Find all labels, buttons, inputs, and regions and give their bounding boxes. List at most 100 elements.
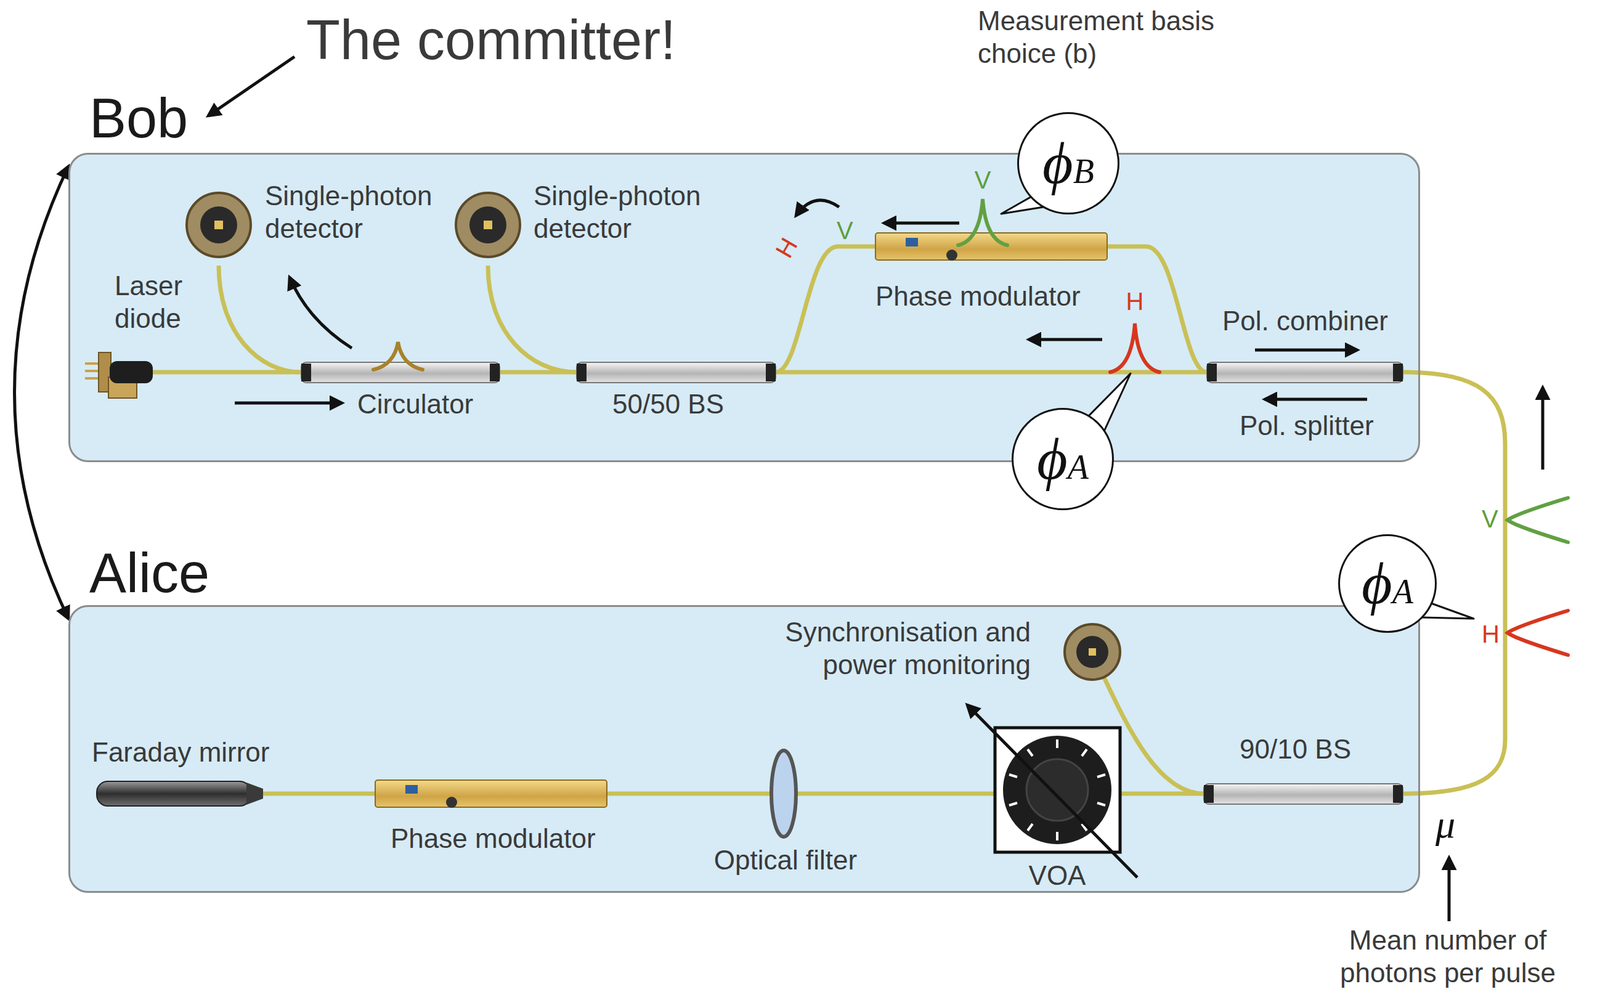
optical-fibre: [775, 246, 876, 373]
voa-tick: [1055, 831, 1059, 841]
voa-tick: [1009, 774, 1018, 777]
component-label: Phase modulator: [875, 280, 1081, 313]
component-label: H: [1126, 286, 1145, 317]
detector-housing: [1064, 624, 1121, 680]
laser-diode: [85, 352, 153, 398]
sync-detector: [1064, 624, 1121, 680]
direction-arrow: [1254, 348, 1358, 352]
optical-fibre: [775, 370, 1207, 375]
component-label: H: [1481, 619, 1500, 649]
phase-callout: ϕB: [1017, 112, 1120, 215]
voa-knob: [1003, 735, 1112, 845]
single-photon-detector: [455, 192, 520, 257]
arrows: [208, 56, 1543, 922]
laser-pin: [85, 362, 100, 365]
voa-tick: [1081, 749, 1087, 756]
component-label: V: [974, 165, 992, 195]
detector-window: [200, 206, 238, 244]
phase-callout: ϕA: [1011, 407, 1114, 511]
direction-arrow: [884, 221, 960, 225]
direction-arrow: [234, 401, 342, 405]
component-label: Optical filter: [714, 844, 857, 877]
voa-tick: [1097, 802, 1106, 806]
component-label: Laser diode: [114, 269, 238, 336]
direction-arrow: [289, 277, 352, 349]
direction-arrow: [1541, 387, 1545, 470]
pulse: [373, 341, 423, 370]
voa-tick: [1055, 739, 1059, 748]
component-label: Faraday mirror: [91, 736, 270, 769]
modulator-connector: [446, 796, 458, 808]
component-label: μ: [1435, 800, 1456, 849]
component-end: [765, 363, 776, 382]
component-end: [489, 363, 500, 382]
modulator-logo: [905, 237, 918, 247]
pulse: [958, 198, 1008, 246]
direction-arrow: [1028, 338, 1103, 342]
optical-fibre: [606, 791, 995, 796]
optical-fibre: [487, 265, 577, 373]
component-end: [576, 363, 587, 382]
phase-callout: ϕA: [1338, 534, 1437, 633]
panel-ground: [68, 605, 1421, 893]
modulator-body: [375, 779, 607, 808]
component-label: 50/50 BS: [612, 388, 724, 421]
component-label: Phase modulator: [390, 822, 596, 856]
component-label: Synchronisation and power monitoring: [759, 616, 1031, 682]
modulator-connector: [946, 249, 958, 261]
component-label: Circulator: [357, 388, 474, 421]
optical-fibre: [218, 265, 302, 373]
detector-housing: [455, 192, 520, 257]
variable-attenuator: [994, 727, 1121, 853]
component-end: [301, 363, 312, 382]
voa-tick: [1097, 774, 1106, 777]
component-label: The committer!: [306, 12, 676, 68]
component-end: [1392, 784, 1403, 803]
voa-ticks: [1009, 739, 1106, 841]
phase-symbol: ϕB: [1042, 133, 1095, 193]
direction-arrow: [1264, 397, 1368, 402]
phase-modulator: [875, 232, 1108, 261]
detector-window: [1076, 635, 1109, 668]
optical-filter: [771, 750, 796, 837]
component-label: VOA: [1028, 859, 1087, 893]
component-end: [1392, 363, 1403, 382]
component-end: [1206, 363, 1217, 382]
phase-modulator: [375, 779, 607, 808]
laser-body: [109, 361, 153, 384]
mirror-body: [96, 781, 251, 806]
leader-arrow: [208, 56, 295, 116]
pulse: [1507, 610, 1568, 655]
phase-symbol: ϕA: [1361, 553, 1414, 614]
component-label: Measurement basis choice (b): [977, 4, 1225, 71]
leader-arrow: [1447, 857, 1451, 922]
pulse: [1110, 323, 1160, 373]
circulator-body: [301, 362, 500, 383]
component-label: Pol. splitter: [1239, 409, 1374, 443]
party-name: Alice: [89, 545, 210, 601]
optical-fibre: [152, 246, 1506, 794]
modulator-logo: [405, 784, 418, 794]
laser-pin: [85, 377, 100, 380]
voa-tick: [1027, 749, 1033, 756]
polariser-body: [1206, 362, 1403, 383]
detector-chip: [214, 220, 224, 230]
detector-chip: [483, 220, 493, 230]
component-label: Single-photon detector: [533, 179, 737, 246]
splitter-body: [576, 362, 776, 383]
single-photon-detector: [186, 192, 251, 257]
leader-arrow: [967, 704, 1138, 878]
component-label: V: [1481, 503, 1499, 534]
voa-tick: [1027, 823, 1033, 831]
component-label: Mean number of photons per pulse: [1309, 924, 1587, 990]
detector-window: [469, 206, 507, 244]
link-arrow: [14, 166, 70, 619]
detector-chip: [1088, 648, 1097, 656]
splitter-body: [1203, 783, 1403, 805]
voa-frame: [994, 727, 1121, 853]
optical-fibre: [1107, 246, 1207, 373]
party-name: Bob: [89, 90, 188, 147]
light-pulses: [373, 198, 1568, 655]
component-label: V: [836, 215, 854, 246]
